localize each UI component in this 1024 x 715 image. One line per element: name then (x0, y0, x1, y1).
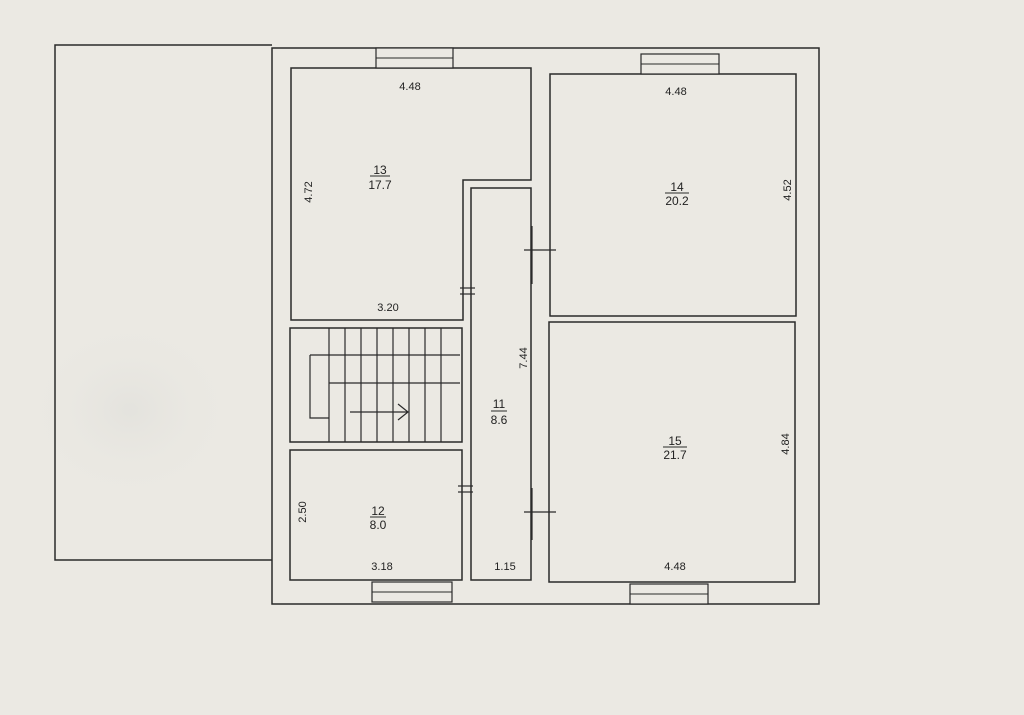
staircase-outline (289, 327, 463, 443)
outer-wall (271, 47, 820, 605)
stair-treads (328, 328, 442, 442)
room-11-number: 11 (493, 397, 506, 411)
door-marks (458, 226, 556, 540)
room-12-dim-left: 2.50 (297, 501, 309, 522)
room-11-dim-bottom: 1.15 (494, 561, 515, 573)
room-15-area: 21.7 (663, 448, 687, 462)
room-13-area: 17.7 (368, 178, 392, 192)
stair-direction-arrow (350, 403, 409, 421)
room-12-dim-bottom: 3.18 (371, 561, 392, 573)
room-15-dim-right: 4.84 (780, 433, 792, 454)
stair-rail (309, 354, 460, 419)
paper-stain (20, 315, 240, 505)
room-11-dim-right: 7.44 (518, 347, 530, 368)
room-13-dim-bottom: 3.20 (377, 302, 398, 314)
terrace-outline (54, 44, 272, 561)
room-13-outline (290, 67, 532, 321)
area-dividers (370, 175, 689, 518)
room-11-area: 8.6 (491, 413, 508, 427)
window-mid-lines (372, 57, 719, 595)
room-12-number: 12 (371, 504, 385, 518)
room-14-area: 20.2 (665, 194, 689, 208)
room-15-number: 15 (668, 434, 682, 448)
room-14-dim-top: 4.48 (665, 86, 686, 98)
room-12-outline (289, 449, 463, 581)
room-14-number: 14 (670, 180, 684, 194)
windows (371, 47, 720, 605)
room-13-dim-top: 4.48 (399, 81, 420, 93)
room-13-number: 13 (373, 163, 387, 177)
room-12-area: 8.0 (370, 518, 387, 532)
room-14-dim-right: 4.52 (782, 179, 794, 200)
room-15-dim-bottom: 4.48 (664, 561, 685, 573)
room-13-dim-left: 4.72 (303, 181, 315, 202)
corridor-11-outline (470, 187, 532, 581)
room-15-outline (548, 321, 796, 583)
